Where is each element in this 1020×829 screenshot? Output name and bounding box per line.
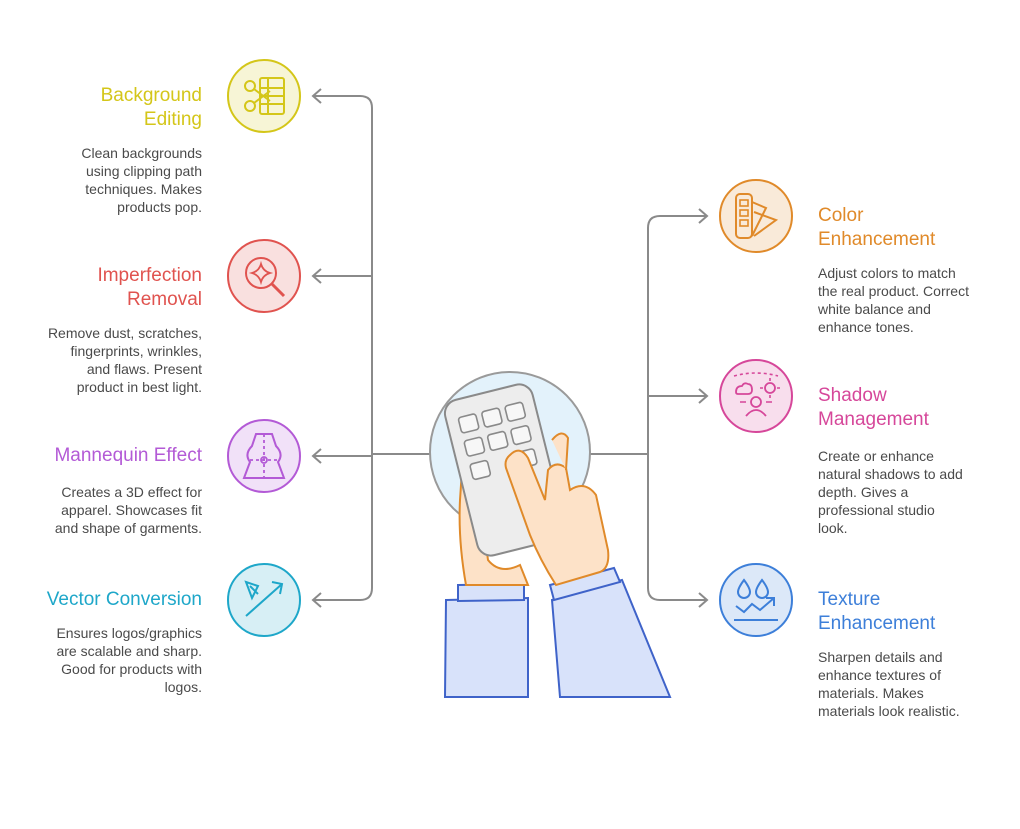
scissors-film-icon bbox=[227, 59, 301, 133]
mannequin-effect-title: Mannequin Effect bbox=[54, 445, 202, 466]
texture-enhancement-description: Sharpen details and enhance textures of … bbox=[818, 649, 960, 719]
imperfection-removal-description: Remove dust, scratches, fingerprints, wr… bbox=[47, 325, 202, 395]
color-enhancement-title: Color Enhancement bbox=[818, 205, 936, 250]
sun-cloud-person-icon bbox=[719, 359, 793, 433]
mannequin-effect-description: Creates a 3D effect for apparel. Showcas… bbox=[54, 484, 202, 536]
right-trunk bbox=[590, 215, 707, 601]
left-trunk bbox=[313, 95, 430, 601]
shadow-management-description: Create or enhance natural shadows to add… bbox=[818, 448, 963, 536]
left-arrowheads bbox=[311, 88, 322, 608]
background-editing-description: Clean backgrounds using clipping path te… bbox=[81, 145, 202, 215]
vector-conversion-title: Vector Conversion bbox=[46, 589, 202, 610]
right-arrowheads bbox=[698, 208, 709, 608]
connector-lines bbox=[311, 88, 709, 608]
color-enhancement-description: Adjust colors to match the real product.… bbox=[818, 265, 969, 335]
vector-conversion-description: Ensures logos/graphics are scalable and … bbox=[56, 625, 202, 695]
shadow-management-title: Shadow Management bbox=[818, 385, 929, 430]
vector-pen-icon bbox=[227, 563, 301, 637]
magnifier-sparkle-icon bbox=[227, 239, 301, 313]
background-editing-title: Background Editing bbox=[100, 85, 202, 130]
hand-calculator-icon bbox=[429, 371, 672, 698]
imperfection-removal-title: Imperfection Removal bbox=[97, 265, 202, 310]
dress-form-icon bbox=[227, 419, 301, 493]
texture-enhancement-title: Texture Enhancement bbox=[818, 589, 936, 634]
droplets-chart-icon bbox=[719, 563, 793, 637]
color-swatch-icon bbox=[719, 179, 793, 253]
